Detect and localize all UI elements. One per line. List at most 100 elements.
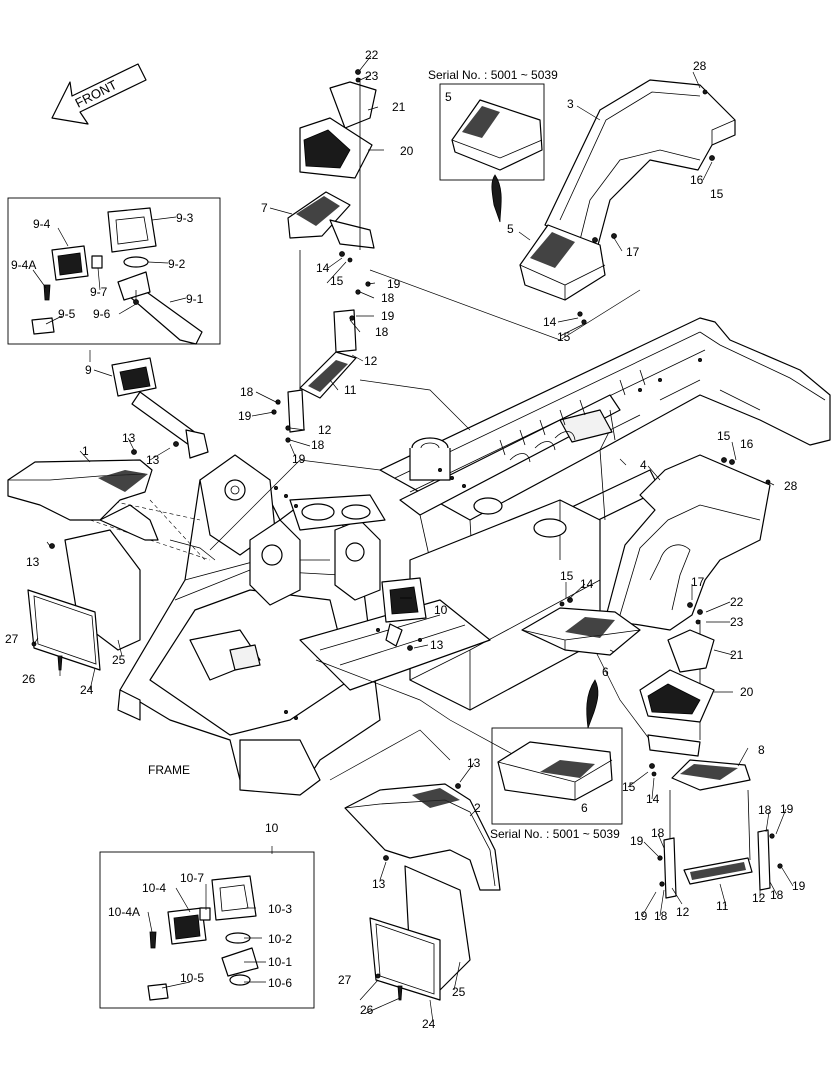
callout-14: 14 [646, 792, 660, 806]
fender-front-left [7, 459, 159, 541]
fender-front-right [344, 783, 501, 891]
callout-6: 6 [602, 665, 609, 679]
callout-18: 18 [311, 438, 325, 452]
callout-20: 20 [400, 144, 414, 158]
callout-23: 23 [365, 69, 379, 83]
callout-27: 27 [338, 973, 352, 987]
callout-19: 19 [381, 309, 395, 323]
callout-15: 15 [560, 569, 574, 583]
fender-rear-left [604, 454, 771, 631]
callout-24: 24 [422, 1017, 436, 1031]
callout-10: 10 [265, 821, 279, 835]
callout-16: 16 [690, 173, 704, 187]
callout-10: 10 [434, 603, 448, 617]
callout-17: 17 [691, 575, 705, 589]
callout-16: 16 [740, 437, 754, 451]
main-frame: FRAME [59, 317, 831, 796]
serial-box-bottom: Serial No. : 5001 ~ 5039 [490, 679, 623, 841]
step-ladder-left [287, 78, 377, 433]
callout-10-1: 10-1 [268, 955, 292, 969]
step-ladder-right [647, 620, 771, 899]
serial-note-top: Serial No. : 5001 ~ 5039 [428, 68, 558, 82]
callout-14: 14 [316, 261, 330, 275]
callout-8: 8 [758, 743, 765, 757]
callout-21: 21 [392, 100, 406, 114]
mudflap-left [27, 529, 141, 671]
callout-22: 22 [365, 48, 379, 62]
callout-18: 18 [375, 325, 389, 339]
work-light-9 [111, 357, 209, 459]
callout-26: 26 [360, 1003, 374, 1017]
callout-13: 13 [122, 431, 136, 445]
callout-20: 20 [740, 685, 754, 699]
callout-5: 5 [507, 222, 514, 236]
work-light-10 [381, 577, 427, 647]
callout-15: 15 [622, 780, 636, 794]
callout-14: 14 [580, 577, 594, 591]
callout-17: 17 [626, 245, 640, 259]
callout-18: 18 [381, 291, 395, 305]
callout-5: 5 [445, 90, 452, 104]
callout-15: 15 [710, 187, 724, 201]
callout-15: 15 [330, 274, 344, 288]
callout-10-7: 10-7 [180, 871, 204, 885]
callout-12: 12 [364, 354, 378, 368]
callout-15: 15 [717, 429, 731, 443]
step-5 [519, 224, 606, 301]
callout-12: 12 [318, 423, 332, 437]
front-label: FRONT [73, 77, 120, 111]
callout-23: 23 [730, 615, 744, 629]
callout-21: 21 [730, 648, 744, 662]
callout-6: 6 [581, 801, 588, 815]
callout-27: 27 [5, 632, 19, 646]
callout-25: 25 [452, 985, 466, 999]
callout-12: 12 [676, 905, 690, 919]
callout-18: 18 [654, 909, 668, 923]
callout-19: 19 [238, 409, 252, 423]
callout-1: 1 [82, 444, 89, 458]
callout-9-3: 9-3 [176, 211, 194, 225]
callout-15: 15 [557, 330, 571, 344]
callout-9-6: 9-6 [93, 307, 111, 321]
callout-14: 14 [543, 315, 557, 329]
callout-3: 3 [567, 97, 574, 111]
callout-11: 11 [344, 383, 357, 397]
callout-leaders [32, 55, 794, 1023]
callout-10-2: 10-2 [268, 932, 292, 946]
callout-26: 26 [22, 672, 36, 686]
callout-13: 13 [26, 555, 40, 569]
callout-24: 24 [80, 683, 94, 697]
callout-12: 12 [752, 891, 766, 905]
callout-13: 13 [372, 877, 386, 891]
front-arrow: FRONT [51, 63, 147, 125]
callout-18: 18 [758, 803, 772, 817]
callout-9-1: 9-1 [186, 292, 204, 306]
light-assembly-9-box [7, 197, 221, 345]
callout-19: 19 [634, 909, 648, 923]
step-6 [521, 607, 641, 656]
callout-13: 13 [430, 638, 444, 652]
callout-18: 18 [651, 826, 665, 840]
callout-28: 28 [693, 59, 707, 73]
callout-10-6: 10-6 [268, 976, 292, 990]
callout-9: 9 [85, 363, 92, 377]
callout-9-4: 9-4 [33, 217, 51, 231]
callout-18: 18 [240, 385, 254, 399]
callout-11: 11 [716, 899, 729, 913]
callout-19: 19 [780, 802, 794, 816]
callout-9-7: 9-7 [90, 285, 108, 299]
callout-10-4: 10-4 [142, 881, 166, 895]
mudflap-right [369, 865, 471, 1001]
callout-19: 19 [792, 879, 806, 893]
light-assembly-10-box [99, 851, 315, 1009]
callout-9-5: 9-5 [58, 307, 76, 321]
lamp-bracket-right [639, 629, 715, 723]
callout-10-3: 10-3 [268, 902, 292, 916]
callout-19: 19 [387, 277, 401, 291]
callout-13: 13 [146, 453, 160, 467]
callout-19: 19 [630, 834, 644, 848]
frame-label: FRAME [148, 763, 190, 777]
callout-25: 25 [112, 653, 126, 667]
